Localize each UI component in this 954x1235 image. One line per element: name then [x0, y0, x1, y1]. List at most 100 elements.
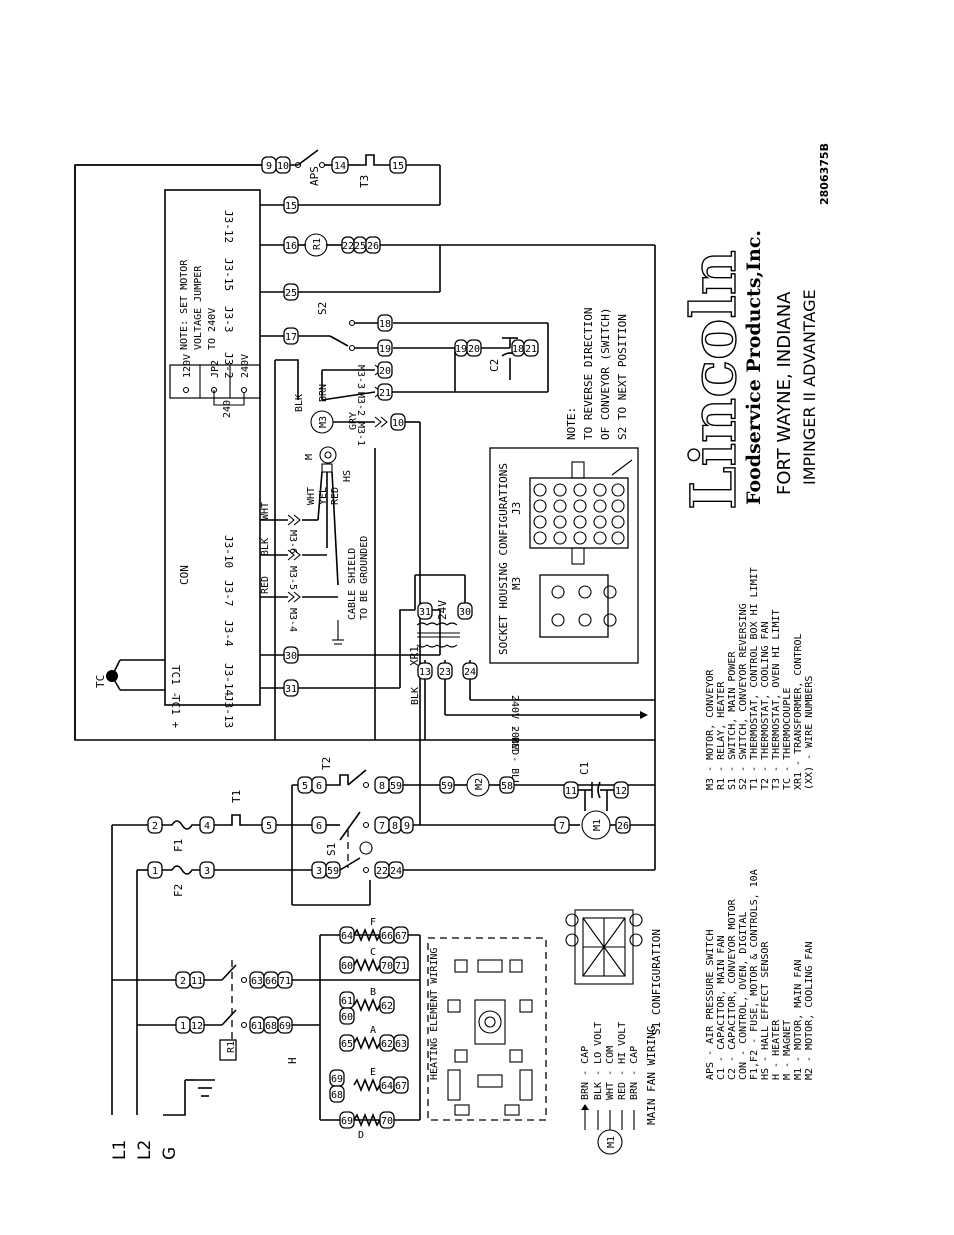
svg-text:68: 68	[331, 1090, 343, 1101]
wire-number-71: 71	[277, 971, 293, 989]
wire-number-62: 62	[379, 996, 395, 1014]
svg-text:20: 20	[379, 366, 391, 377]
wire-number-10: 10	[275, 156, 291, 174]
wire-number-31b: 31	[417, 602, 433, 620]
wire-number-21: 21	[523, 339, 539, 357]
power-lines: L1 L2 G	[110, 824, 215, 1160]
svg-text:12: 12	[191, 1021, 203, 1032]
hs-red-label: RED	[330, 487, 341, 505]
wire-number-3b: 3	[311, 861, 327, 879]
m3-gry-label: GRY	[348, 412, 359, 430]
svg-text:M1 - MOTOR, MAIN FAN: M1 - MOTOR, MAIN FAN	[793, 960, 804, 1080]
m2-label: M2	[474, 778, 485, 790]
svg-text:T3 - THERMOSTAT, OVEN HI LIMI: T3 - THERMOSTAT, OVEN HI LIMIT	[771, 609, 782, 790]
reverse-direction-note: NOTE: TO REVERSE DIRECTION OF CONVEYOR (…	[565, 308, 629, 440]
wire-number-64: 64	[339, 926, 355, 944]
fan-wire-2: BLK - LO VOLT	[593, 1022, 604, 1100]
t1-label: T1	[230, 790, 243, 803]
svg-text:6: 6	[316, 821, 322, 832]
heater-a: 65 A 62 63	[339, 1025, 409, 1052]
wire-number-26b: 26	[615, 816, 631, 834]
wire-number-62b: 62	[379, 1034, 395, 1052]
svg-text:59: 59	[441, 781, 453, 792]
svg-text:71: 71	[395, 961, 407, 972]
pin-j3-2: J3-2	[222, 352, 235, 379]
svg-text:HS - HALL EFFECT SENSOR: HS - HALL EFFECT SENSOR	[760, 941, 771, 1080]
wire-number-13: 13	[417, 662, 433, 680]
jumper-240v-label: 240V	[240, 354, 251, 378]
svg-text:3: 3	[316, 866, 322, 877]
svg-text:17: 17	[285, 332, 297, 343]
svg-text:69: 69	[331, 1074, 343, 1085]
svg-text:21: 21	[525, 344, 537, 355]
wire-number-17: 17	[283, 327, 299, 345]
m3-5-label: M3-5	[287, 566, 298, 590]
svg-text:67: 67	[395, 931, 407, 942]
s2-switch: S2	[316, 302, 549, 392]
hs-label: HS	[342, 470, 353, 482]
jumper-240-pin-label: 240	[222, 400, 233, 418]
wire-number-7: 7	[374, 816, 390, 834]
fan-wire-4: RED - HI VOLT	[617, 1022, 628, 1100]
heater-h-label: H	[286, 1057, 299, 1064]
svg-text:11: 11	[191, 976, 203, 987]
r1-coil-label: R1	[312, 238, 323, 250]
heater-d-label: D	[358, 1130, 364, 1141]
j3-7-blk-label: BLK	[260, 538, 271, 556]
m3-3-label: M3-3	[355, 365, 366, 389]
heater-e: 69 68 E 64 67	[329, 1067, 409, 1103]
svg-text:20: 20	[468, 344, 480, 355]
control-board-title: CON	[178, 565, 191, 585]
fan-wire-5: BRN - CAP	[629, 1046, 640, 1100]
svg-text:26: 26	[367, 241, 379, 252]
wire-number-66b: 66	[379, 926, 395, 944]
m3-6-label: M3-6	[287, 530, 298, 554]
heater-c: 60 C 70 71	[339, 947, 409, 974]
wire-number-11: 11	[563, 781, 579, 799]
svg-text:69: 69	[341, 1116, 353, 1127]
brand-company: Foodservice Products,Inc.	[743, 230, 765, 505]
svg-text:64: 64	[381, 1081, 393, 1092]
heater-f-label: F	[370, 917, 376, 928]
svg-text:62: 62	[381, 1039, 393, 1050]
wire-number-65: 65	[339, 1034, 355, 1052]
wire-number-6: 6	[311, 776, 327, 794]
svg-text:1: 1	[152, 866, 158, 877]
wire-number-15b: 15	[283, 196, 299, 214]
jumper-note-line-2: VOLTAGE JUMPER	[193, 265, 204, 350]
svg-text:S2 - SWITCH, CONVEYOR REVERSI: S2 - SWITCH, CONVEYOR REVERSING	[738, 603, 749, 790]
svg-text:63: 63	[251, 976, 263, 987]
m3-4-label: M3-4	[287, 608, 298, 632]
wire-number-59c: 59	[325, 861, 341, 879]
wire-number-61: 61	[249, 1016, 265, 1034]
wire-number-14: 14	[331, 156, 349, 174]
svg-text:25: 25	[354, 241, 366, 252]
svg-text:22: 22	[342, 241, 354, 252]
note-line-1: NOTE:	[565, 407, 578, 440]
svg-text:12: 12	[615, 786, 627, 797]
heater-relay-circuit: 2 11 63 66 71 1 12 61 68 69 R1 H	[175, 960, 420, 1064]
f1-label: F1	[172, 839, 185, 852]
svg-text:APS - AIR PRESSURE SWITCH: APS - AIR PRESSURE SWITCH	[705, 929, 716, 1080]
wire-number-66: 66	[263, 971, 279, 989]
wire-number-8b: 8	[388, 816, 402, 834]
wire-number-63: 63	[249, 971, 265, 989]
s1-switch: 5 6 T2 8 59 59 M2 58 6 S1 7 8 9 3 59 22 …	[291, 740, 656, 906]
t2-label: T2	[320, 757, 333, 770]
svg-text:C2 - CAPACITOR, CONVEYOR MOTO: C2 - CAPACITOR, CONVEYOR MOTOR	[727, 898, 738, 1080]
heating-element-wiring: HEATING ELEMENT WIRING	[427, 937, 547, 1121]
thermocouple: TC	[94, 659, 165, 691]
legend-right: M3 - MOTOR, CONVEYOR R1 - RELAY, HEATER …	[705, 567, 815, 790]
t3-label: T3	[358, 175, 371, 188]
transformer-24v-label: 24V	[436, 600, 449, 620]
wire-number-30: 30	[283, 646, 299, 664]
svg-text:C1 - CAPACITOR, MAIN FAN: C1 - CAPACITOR, MAIN FAN	[716, 936, 727, 1081]
svg-text:5: 5	[266, 821, 272, 832]
control-outputs	[260, 204, 655, 337]
wire-number-26: 26	[365, 236, 381, 254]
svg-text:61: 61	[341, 996, 353, 1007]
wire-number-69: 69	[277, 1016, 293, 1034]
s1-configuration-title: S1 CONFIGURATION	[650, 929, 663, 1035]
wire-number-9-text: 9	[266, 161, 272, 172]
wire-number-9: 9	[261, 156, 277, 174]
